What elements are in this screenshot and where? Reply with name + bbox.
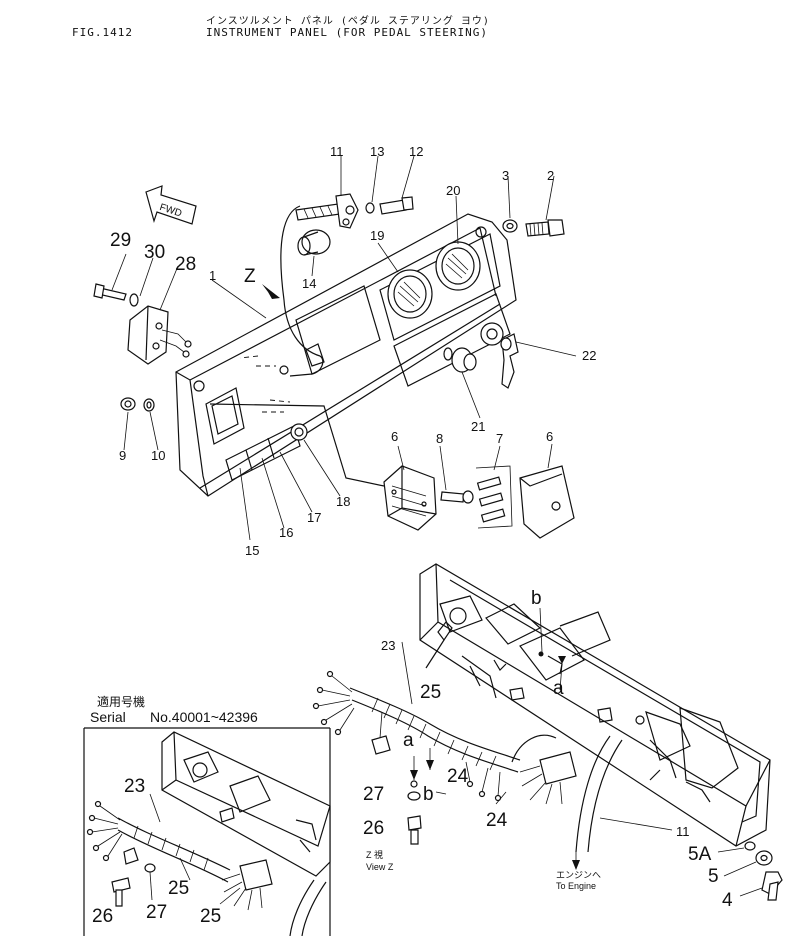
callout-18: 18 bbox=[336, 494, 350, 509]
view-z-caption-jp: Z 視 bbox=[366, 849, 383, 860]
callout-7: 7 bbox=[496, 431, 503, 446]
callout-6-fuse-box: 6 bbox=[391, 429, 398, 444]
callout-26-view-z: 26 bbox=[363, 818, 384, 839]
part-11-switch bbox=[295, 193, 359, 229]
view-arrow-icon bbox=[262, 284, 280, 299]
callout-a-top: a bbox=[553, 678, 564, 699]
callout-b-mid: b bbox=[423, 784, 434, 805]
title-english: INSTRUMENT PANEL (FOR PEDAL STEERING) bbox=[206, 26, 489, 39]
callout-25-inset-lower: 25 bbox=[200, 906, 221, 927]
callout-23-inset: 23 bbox=[124, 776, 145, 797]
title-katakana: インスツルメント パネル (ペダル ステアリング ヨウ) bbox=[206, 16, 490, 27]
to-engine-en: To Engine bbox=[556, 881, 596, 891]
callout-23-view-z: 23 bbox=[381, 638, 395, 653]
fwd-arrow-icon: FWD bbox=[145, 185, 197, 225]
part-21-knob bbox=[443, 347, 477, 373]
serial-label: Serial bbox=[90, 709, 126, 725]
callout-5: 5 bbox=[708, 866, 719, 887]
callout-30: 30 bbox=[144, 242, 165, 263]
part-6-fuse-box bbox=[383, 465, 437, 531]
callout-28: 28 bbox=[175, 254, 196, 275]
callout-10: 10 bbox=[151, 448, 165, 463]
callout-11: 11 bbox=[330, 144, 344, 159]
callout-25-inset-upper: 25 bbox=[168, 878, 189, 899]
part-6-cover bbox=[519, 465, 575, 539]
callout-3: 3 bbox=[502, 168, 509, 183]
callout-25-view-z: 25 bbox=[420, 682, 441, 703]
callout-5A: 5A bbox=[688, 844, 712, 865]
callout-24-lower: 24 bbox=[486, 810, 508, 831]
callout-16: 16 bbox=[279, 525, 293, 540]
callout-14: 14 bbox=[302, 276, 316, 291]
inset-heading-jp: 適用号機 bbox=[97, 694, 145, 709]
callout-27-inset: 27 bbox=[146, 902, 167, 923]
callout-2: 2 bbox=[547, 168, 554, 183]
serial-inset: 適用号機 Serial No.40001~42396 bbox=[83, 694, 331, 936]
callout-29: 29 bbox=[110, 230, 131, 251]
callout-19: 19 bbox=[370, 228, 384, 243]
view-z-drawing: b a 23 25 a 24 27 b 26 24 11 5A 5 4 Z 視 … bbox=[312, 563, 783, 911]
callout-11-view-z: 11 bbox=[676, 824, 690, 839]
view-z-marker: Z bbox=[244, 266, 256, 287]
callout-1: 1 bbox=[209, 268, 216, 283]
callout-27-view-z: 27 bbox=[363, 784, 384, 805]
instrument-panel-body bbox=[175, 213, 517, 497]
callout-9: 9 bbox=[119, 448, 126, 463]
part-22-key-switch bbox=[480, 322, 519, 389]
part-14-buzzer bbox=[297, 229, 331, 256]
callout-20: 20 bbox=[446, 183, 460, 198]
callout-12: 12 bbox=[409, 144, 423, 159]
to-engine-jp: エンジンへ bbox=[556, 870, 601, 880]
callout-15: 15 bbox=[245, 543, 259, 558]
part-28-bracket bbox=[127, 305, 192, 365]
callout-13: 13 bbox=[370, 144, 384, 159]
view-z-caption-en: View Z bbox=[366, 862, 394, 872]
callout-24-upper: 24 bbox=[447, 766, 469, 787]
callout-26-inset: 26 bbox=[92, 906, 113, 927]
serial-range: No.40001~42396 bbox=[150, 709, 258, 725]
callout-a-mid: a bbox=[403, 730, 414, 751]
callout-b-top: b bbox=[531, 588, 542, 609]
callout-6-cover: 6 bbox=[546, 429, 553, 444]
main-exploded-view: FWD Z bbox=[93, 144, 596, 558]
callout-17: 17 bbox=[307, 510, 321, 525]
callout-8: 8 bbox=[436, 431, 443, 446]
callout-21: 21 bbox=[471, 419, 485, 434]
callout-22: 22 bbox=[582, 348, 596, 363]
part-7-fuses bbox=[475, 465, 513, 529]
callout-4: 4 bbox=[722, 890, 733, 911]
fig-number: FIG.1412 bbox=[72, 26, 133, 39]
